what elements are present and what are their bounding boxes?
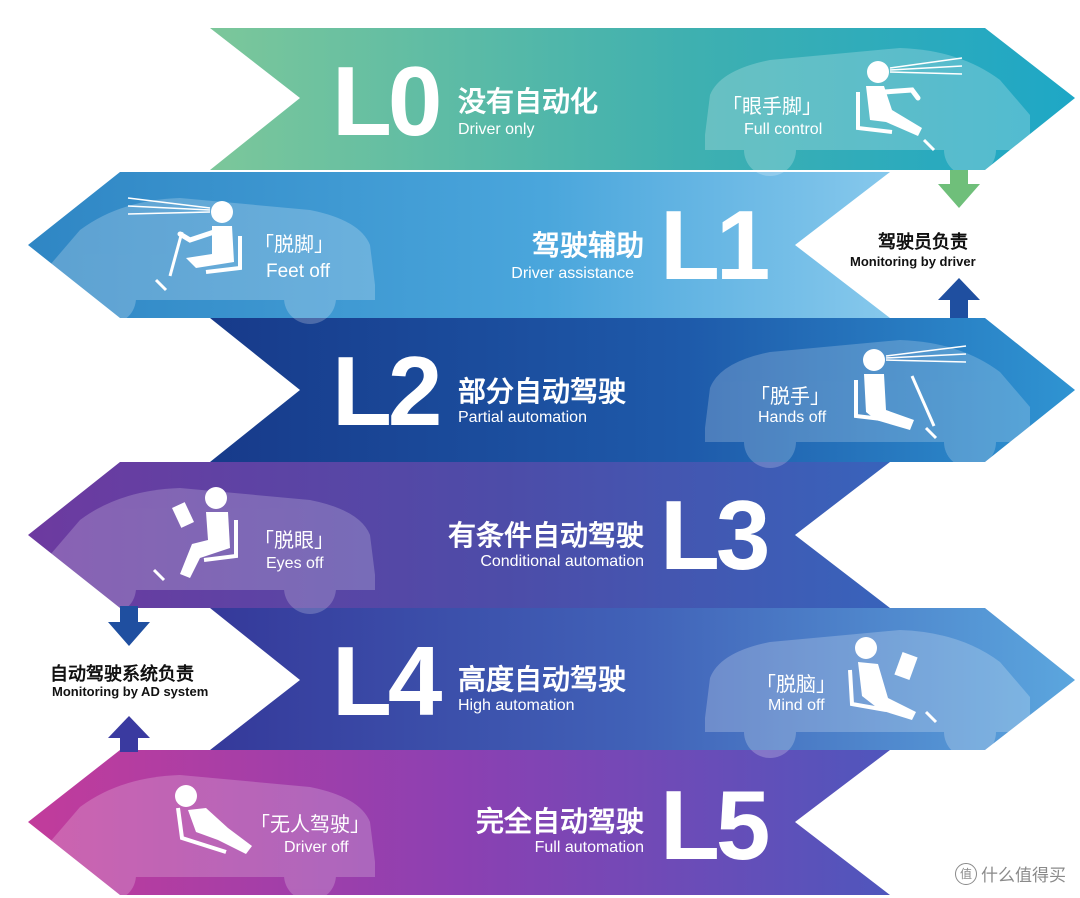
band-l3	[28, 462, 890, 608]
seated-driver-icon-l1	[127, 197, 242, 292]
laptop-passenger-icon-l4	[848, 637, 938, 724]
level-title-cn-l3: 有条件自动驾驶	[447, 519, 644, 552]
level-title-cn-l4: 高度自动驾驶	[458, 663, 627, 696]
seated-driver-icon-l2	[854, 345, 967, 440]
level-title-en-l5: Full automation	[534, 839, 644, 856]
watermark: 值 什么值得买	[955, 861, 1066, 886]
level-title-cn-l1: 驾驶辅助	[531, 229, 644, 262]
level-number-l2: L2	[332, 336, 442, 446]
arrow-down-system	[108, 606, 150, 646]
level-title-cn-l0: 没有自动化	[458, 85, 599, 118]
system-responsibility-en: Monitoring by AD system	[52, 684, 209, 699]
level-number-l3: L3	[660, 480, 770, 590]
level-number-l4: L4	[332, 626, 442, 736]
arrow-down-driver	[938, 170, 980, 208]
level-title-en-l3: Conditional automation	[480, 553, 644, 570]
watermark-logo-icon: 值	[955, 862, 977, 885]
stage-label-en-l3: Eyes off	[266, 555, 324, 572]
system-responsibility-cn: 自动驾驶系统负责	[50, 664, 194, 685]
level-title-cn-l5: 完全自动驾驶	[475, 805, 644, 838]
level-number-l5: L5	[660, 770, 770, 880]
arrow-up-system	[108, 716, 150, 752]
band-l0	[210, 28, 1075, 170]
band-l2	[210, 318, 1075, 462]
arrow-up-driver	[938, 278, 980, 318]
seated-driver-icon-l0	[856, 57, 963, 152]
driver-responsibility-en: Monitoring by driver	[850, 254, 976, 269]
stage-label-cn-l0: 「眼手脚」	[722, 94, 822, 118]
level-title-cn-l2: 部分自动驾驶	[458, 375, 627, 408]
stage-label-cn-l2: 「脱手」	[750, 384, 830, 408]
level-title-en-l4: High automation	[458, 697, 575, 714]
stage-label-en-l0: Full control	[744, 121, 823, 138]
level-title-en-l1: Driver assistance	[511, 265, 634, 282]
stage-label-en-l4: Mind off	[768, 697, 825, 714]
level-title-en-l0: Driver only	[458, 121, 535, 138]
reclining-passenger-icon-l5	[175, 785, 252, 854]
band-l5	[28, 750, 890, 895]
driver-responsibility-cn: 驾驶员负责	[878, 232, 968, 253]
reading-passenger-icon-l3	[152, 487, 238, 582]
band-l1	[28, 172, 890, 318]
level-number-l1: L1	[660, 190, 770, 300]
stage-label-en-l2: Hands off	[758, 409, 827, 426]
stage-label-cn-l3: 「脱眼」	[254, 528, 334, 552]
stage-label-cn-l5: 「无人驾驶」	[250, 812, 370, 836]
stage-label-en-l1: Feet off	[266, 261, 331, 282]
stage-label-en-l5: Driver off	[284, 839, 349, 856]
stage-label-cn-l1: 「脱脚」	[254, 232, 334, 256]
watermark-text: 什么值得买	[981, 866, 1066, 886]
level-number-l0: L0	[332, 46, 442, 156]
level-title-en-l2: Partial automation	[458, 409, 587, 426]
stage-label-cn-l4: 「脱脑」	[756, 672, 836, 696]
